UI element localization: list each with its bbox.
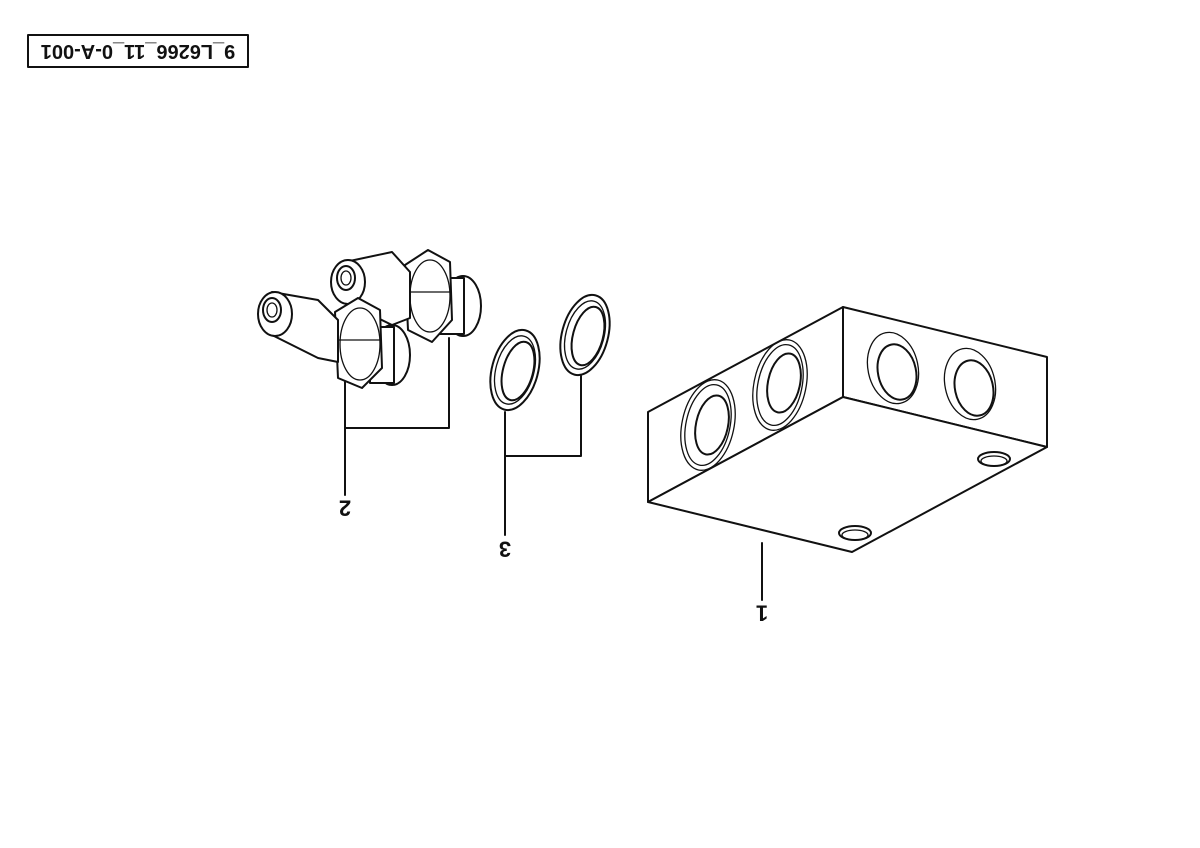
sealing-rings bbox=[489, 293, 611, 412]
leader-part-3 bbox=[504, 375, 582, 457]
port-left-1 bbox=[680, 379, 736, 471]
drawing-id-frame bbox=[27, 34, 249, 68]
callout-part-3: 3 bbox=[499, 537, 511, 562]
fittings bbox=[257, 249, 482, 389]
seal-ring-2 bbox=[559, 293, 611, 377]
drawing-id-box: 9_L6266_11_0-A-001 bbox=[27, 34, 249, 68]
leader-lines bbox=[344, 337, 763, 601]
mounting-hole-2 bbox=[838, 525, 872, 541]
port-left-2 bbox=[752, 339, 808, 431]
drawing-id-text: 9_L6266_11_0-A-001 bbox=[41, 40, 236, 62]
fitting-front bbox=[257, 291, 411, 389]
mounting-hole-1 bbox=[977, 451, 1011, 467]
port-right-1 bbox=[866, 331, 920, 405]
valve-block bbox=[647, 306, 1048, 553]
block-bottom-face bbox=[647, 396, 1048, 553]
callout-part-1: 1 bbox=[756, 601, 768, 626]
seal-ring-1 bbox=[489, 328, 541, 412]
callout-part-2: 2 bbox=[339, 496, 351, 521]
port-right-2 bbox=[943, 347, 997, 421]
leader-part-2 bbox=[344, 337, 450, 429]
